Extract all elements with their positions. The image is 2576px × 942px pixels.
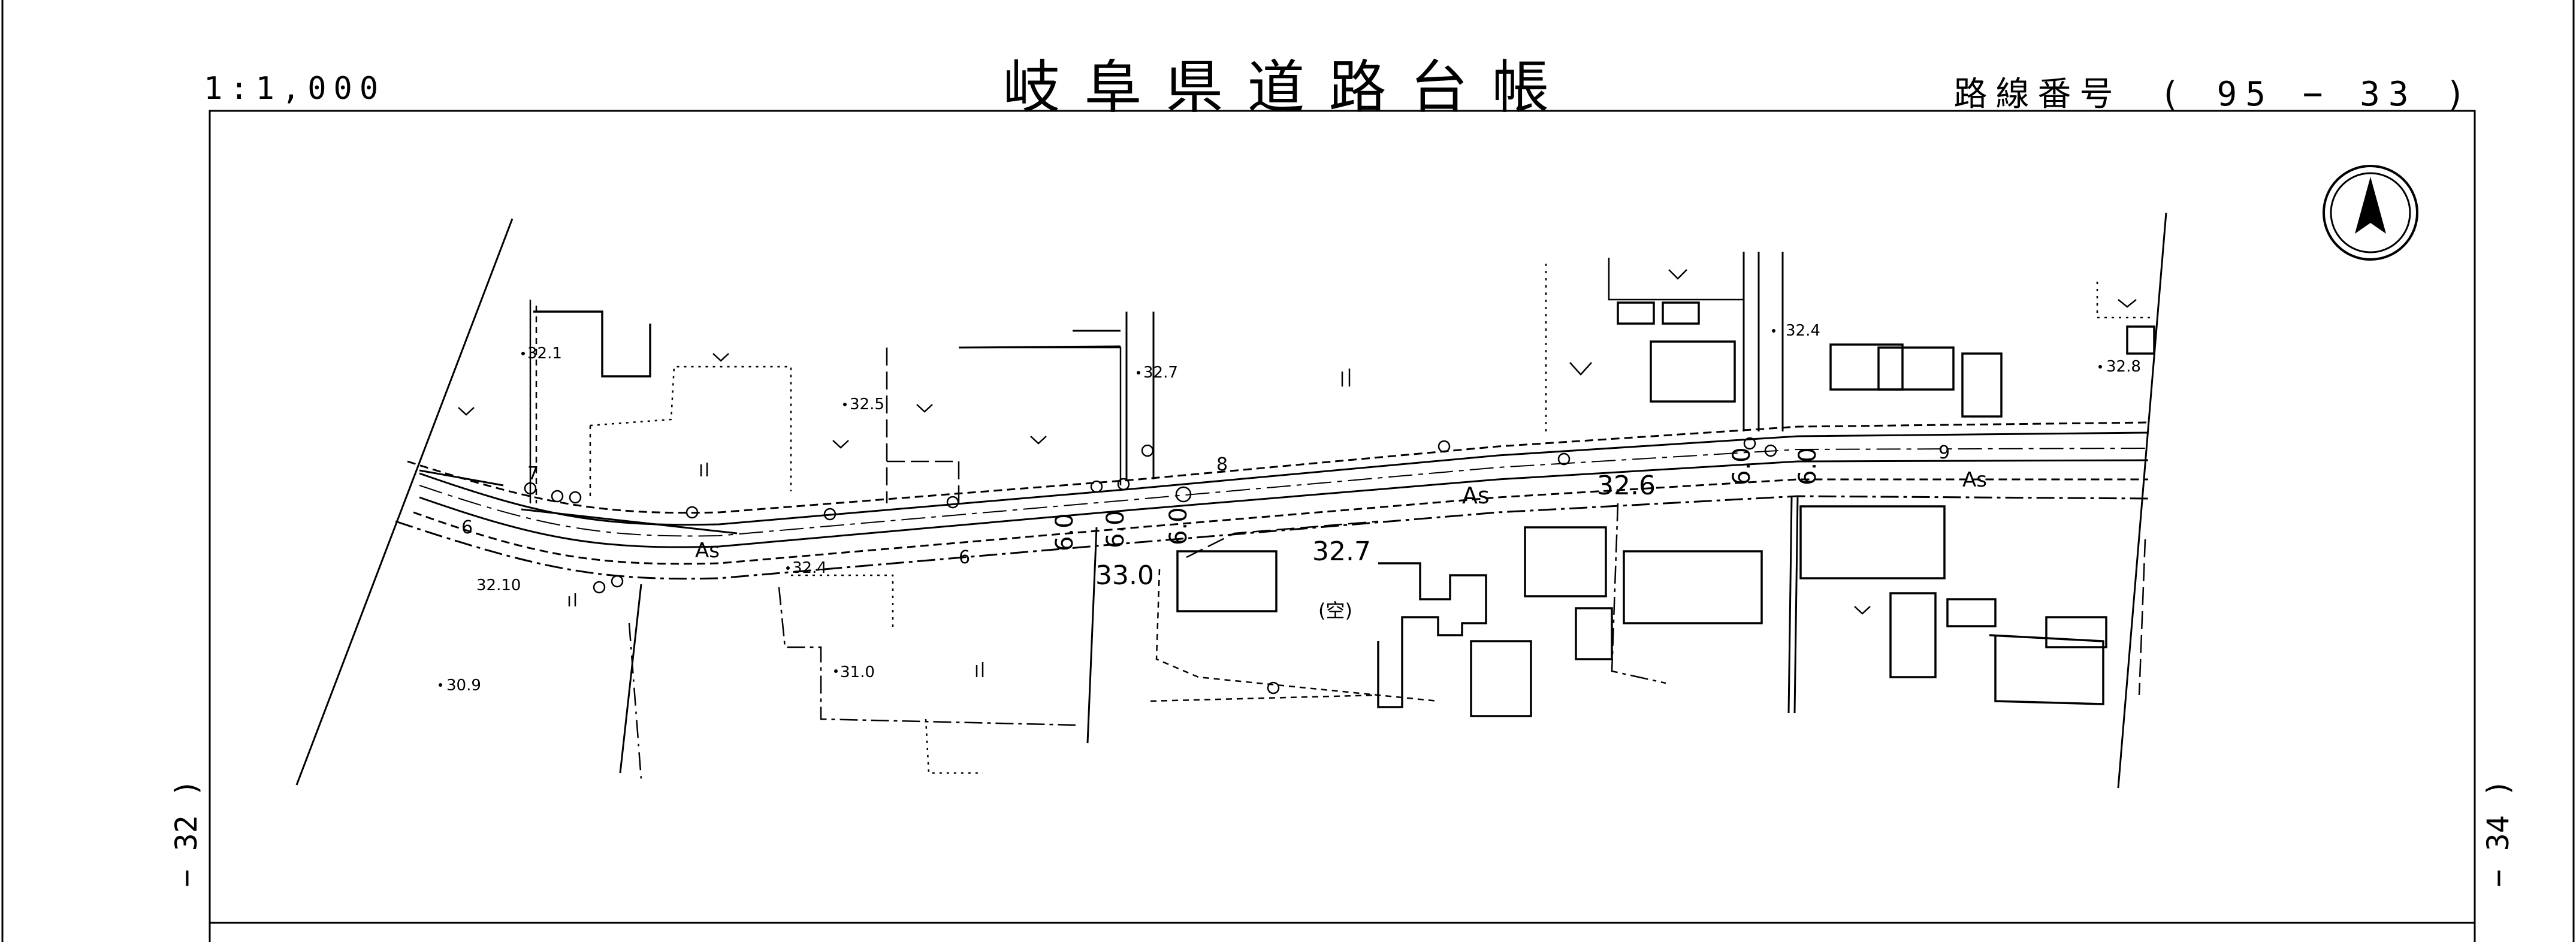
spot-elevation: 32.1 [527, 345, 562, 363]
map-frame [209, 110, 2476, 942]
mark-label: 7 [527, 463, 539, 484]
road-width-label: 6.0 [1728, 447, 1756, 485]
mark-label: 6 [461, 517, 473, 538]
spot-elevation: 32.10 [476, 576, 521, 594]
pavement-label: As [1962, 468, 1987, 492]
road-width-label: 6.0 [1794, 447, 1822, 485]
map-scale: 1:1,000 [204, 71, 386, 107]
route-label: 路線番号 [1953, 75, 2122, 114]
spot-elevation: 32.7 [1143, 364, 1178, 382]
spot-elevation: 32.4 [792, 559, 827, 577]
pavement-label: As [695, 539, 720, 563]
spot-elevation: 32.4 [1786, 322, 1820, 340]
road-width-label: 6.0 [1051, 513, 1079, 551]
pavement-label: As [1462, 482, 1490, 509]
route-number: 路線番号 ( 95 − 33 ) [1954, 67, 2474, 116]
mark-label: 6 [959, 547, 970, 568]
elevation-label: 33.0 [1095, 560, 1154, 591]
page-title: 岐阜県道路台帳 [1002, 54, 1574, 121]
elevation-label: 32.7 [1312, 536, 1371, 567]
mark-label: 9 [1938, 442, 1950, 463]
spot-elevation: 32.5 [850, 395, 884, 413]
spot-elevation: 30.9 [446, 677, 481, 695]
vacant-lot-label: (空) [1318, 599, 1352, 622]
spot-elevation: 31.0 [840, 663, 875, 681]
mark-label: 8 [1216, 454, 1228, 475]
elevation-label: 32.6 [1597, 470, 1656, 501]
road-width-label: 6.0 [1102, 510, 1130, 548]
spot-elevation: 32.8 [2106, 358, 2141, 376]
north-arrow-icon [2323, 165, 2418, 261]
road-width-label: 6.0 [1165, 507, 1192, 545]
route-number-value: ( 95 − 33 ) [2160, 75, 2474, 114]
